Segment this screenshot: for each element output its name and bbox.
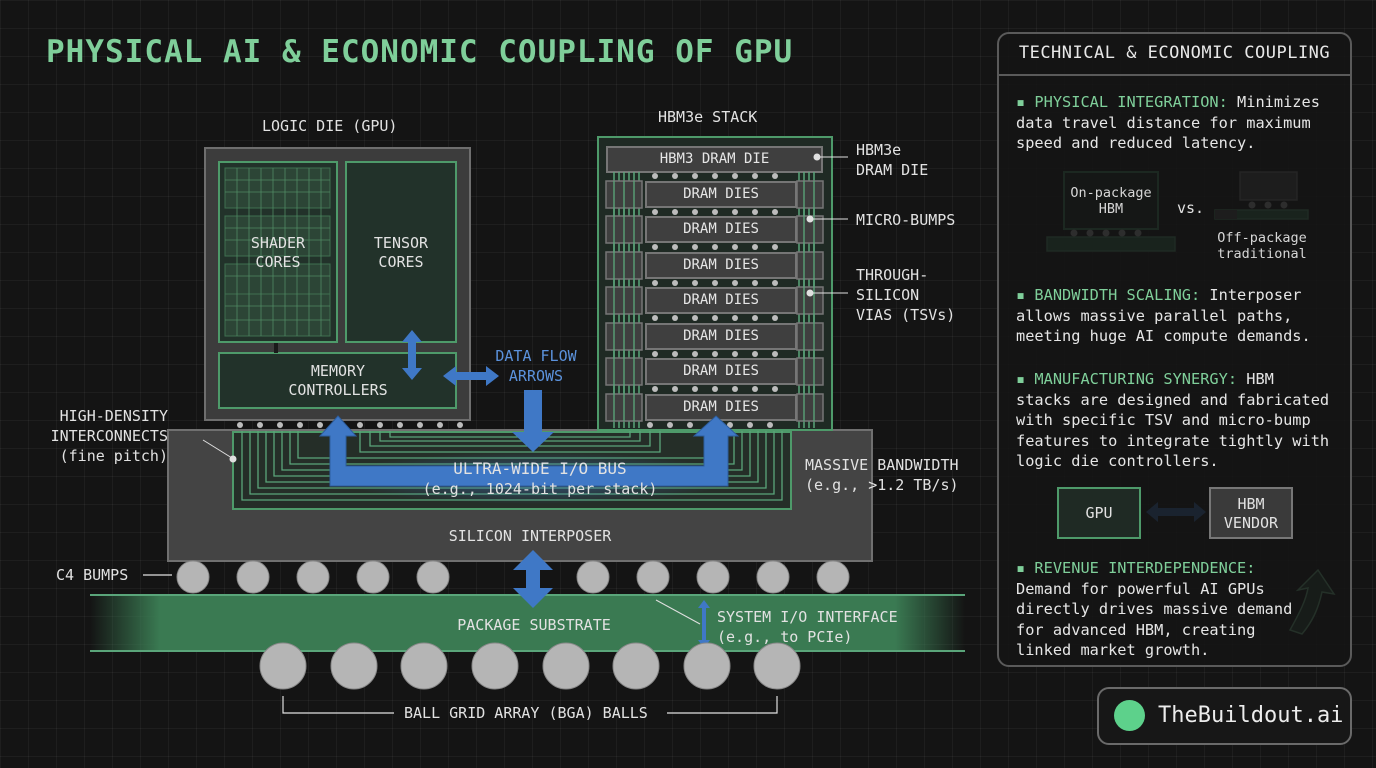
c4-bumps xyxy=(176,560,850,594)
page-title: PHYSICAL AI & ECONOMIC COUPLING OF GPU xyxy=(46,34,794,70)
section-body: HBM stacks are designed and fabricated w… xyxy=(1016,370,1330,470)
section-revenue-interdependence: ▪ REVENUE INTERDEPENDENCE: Demand for po… xyxy=(1016,559,1293,660)
brand-name: TheBuildout.ai xyxy=(1158,703,1344,728)
memctl-label-line2: CONTROLLERS xyxy=(288,381,388,399)
vs-label: vs. xyxy=(1177,199,1205,217)
tensor-cores-block xyxy=(345,161,457,343)
section-heading: PHYSICAL INTEGRATION: xyxy=(1034,93,1228,111)
gpu-box: GPU xyxy=(1057,487,1141,539)
off-package-line1: Off-package xyxy=(1217,230,1307,246)
system-io-label: SYSTEM I/O INTERFACE (e.g., to PCIe) xyxy=(717,607,898,647)
package-substrate-label: PACKAGE SUBSTRATE xyxy=(457,616,611,634)
dram-die: DRAM DIES xyxy=(645,323,797,350)
hbm-stack-label: HBM3e STACK xyxy=(658,108,758,126)
tsv-callout: THROUGH- SILICON VIAS (TSVs) xyxy=(856,265,955,325)
tsv-callout-line1: THROUGH- xyxy=(856,266,929,284)
section-heading: MANUFACTURING SYNERGY: xyxy=(1034,370,1238,388)
on-package-label: On-package HBM xyxy=(1064,185,1158,217)
massive-bandwidth-label: MASSIVE BANDWIDTH (e.g., >1.2 TB/s) xyxy=(805,455,959,495)
section-body: Demand for powerful AI GPUs directly dri… xyxy=(1016,579,1293,660)
section-body: Minimizes data travel distance for maxim… xyxy=(1016,93,1320,152)
data-flow-line1: DATA FLOW xyxy=(495,347,577,365)
shader-label-line1: SHADER xyxy=(250,234,306,252)
hd-line2: INTERCONNECTS xyxy=(50,427,168,445)
panel-header xyxy=(997,32,1352,76)
tsv-callout-line2: SILICON xyxy=(856,286,920,304)
data-flow-horizontal-arrow xyxy=(443,366,499,386)
off-package-line2: traditional xyxy=(1217,246,1307,262)
coupling-panel xyxy=(997,32,1352,667)
bga-balls xyxy=(259,642,801,690)
dram-die: DRAM DIES xyxy=(645,252,797,279)
section-manufacturing-synergy: ▪ MANUFACTURING SYNERGY: HBM stacks are … xyxy=(1016,370,1330,470)
bus-label-line2: (e.g., 1024-bit per stack) xyxy=(422,480,658,498)
hbm-top-die: HBM3 DRAM DIE xyxy=(606,146,823,173)
dram-die: DRAM DIES xyxy=(645,181,797,208)
section-physical-integration: ▪ PHYSICAL INTEGRATION: Minimizes data t… xyxy=(1016,93,1320,152)
tensor-label-line2: CORES xyxy=(378,253,424,271)
hd-line1: HIGH-DENSITY xyxy=(59,407,168,425)
tensor-memctl-arrow xyxy=(402,330,422,380)
bga-balls-label: BALL GRID ARRAY (BGA) BALLS xyxy=(404,704,648,722)
dram-die: DRAM DIES xyxy=(645,287,797,314)
tsv-callout-line3: VIAS (TSVs) xyxy=(856,306,956,324)
memory-controllers-label: MEMORY CONTROLLERS xyxy=(258,362,418,400)
data-flow-label: DATA FLOW ARROWS xyxy=(484,346,588,386)
on-package-line1: On-package xyxy=(1070,185,1152,201)
micro-bumps xyxy=(647,173,778,428)
hbm-vendor-line1: HBM xyxy=(1237,495,1265,513)
section-heading: REVENUE INTERDEPENDENCE: xyxy=(1034,559,1256,577)
memory-controllers-block xyxy=(218,352,457,409)
micro-bumps-callout: MICRO-BUMPS xyxy=(856,211,956,229)
high-density-interconnects-label: HIGH-DENSITY INTERCONNECTS (fine pitch) xyxy=(28,406,168,466)
sysio-line1: SYSTEM I/O INTERFACE xyxy=(717,608,898,626)
shader-label-line2: CORES xyxy=(255,253,301,271)
hbm-vendor-line2: VENDOR xyxy=(1223,514,1279,532)
bandwidth-line1: MASSIVE BANDWIDTH xyxy=(805,456,959,474)
section-heading: BANDWIDTH SCALING: xyxy=(1034,286,1201,304)
dram-die: DRAM DIES xyxy=(645,216,797,243)
memctl-label-line1: MEMORY xyxy=(310,362,366,380)
logic-die-label: LOGIC DIE (GPU) xyxy=(262,117,398,135)
package-substrate xyxy=(90,594,965,652)
silicon-interposer-label: SILICON INTERPOSER xyxy=(448,527,612,545)
section-body: Interposer allows massive parallel paths… xyxy=(1016,286,1311,345)
data-flow-line2: ARROWS xyxy=(508,367,564,385)
system-io-arrow xyxy=(698,600,710,648)
brand-logo-icon xyxy=(1114,700,1145,731)
section-bandwidth-scaling: ▪ BANDWIDTH SCALING: Interposer allows m… xyxy=(1016,286,1311,345)
hbm-vendor-box: HBM VENDOR xyxy=(1209,487,1293,539)
bandwidth-line2: (e.g., >1.2 TB/s) xyxy=(805,476,959,494)
hbm-callout-line1: HBM3e xyxy=(856,141,902,159)
shader-core-grid xyxy=(224,167,331,337)
ultra-wide-bus-arrow xyxy=(318,415,740,487)
tensor-cores-label: TENSOR CORES xyxy=(345,234,457,272)
off-package-label: Off-package traditional xyxy=(1212,230,1312,262)
shader-cores-label: SHADER CORES xyxy=(218,234,338,272)
c4-bumps-label: C4 BUMPS xyxy=(56,566,129,584)
hbm-dram-die-callout: HBM3e DRAM DIE xyxy=(856,140,928,180)
panel-title: TECHNICAL & ECONOMIC COUPLING xyxy=(1018,43,1331,63)
hd-line3: (fine pitch) xyxy=(59,447,168,465)
dram-die: DRAM DIES xyxy=(645,394,797,421)
ultra-wide-bus-label: ULTRA-WIDE I/O BUS (e.g., 1024-bit per s… xyxy=(400,459,680,499)
hbm-callout-line2: DRAM DIE xyxy=(856,161,929,179)
dram-die: DRAM DIES xyxy=(645,358,797,385)
tensor-label-line1: TENSOR xyxy=(373,234,429,252)
data-flow-down-arrow xyxy=(512,390,554,452)
on-package-line2: HBM xyxy=(1098,201,1124,217)
bus-label-line1: ULTRA-WIDE I/O BUS xyxy=(453,459,627,478)
sysio-line2: (e.g., to PCIe) xyxy=(717,628,853,646)
interposer-substrate-arrow xyxy=(513,550,553,608)
